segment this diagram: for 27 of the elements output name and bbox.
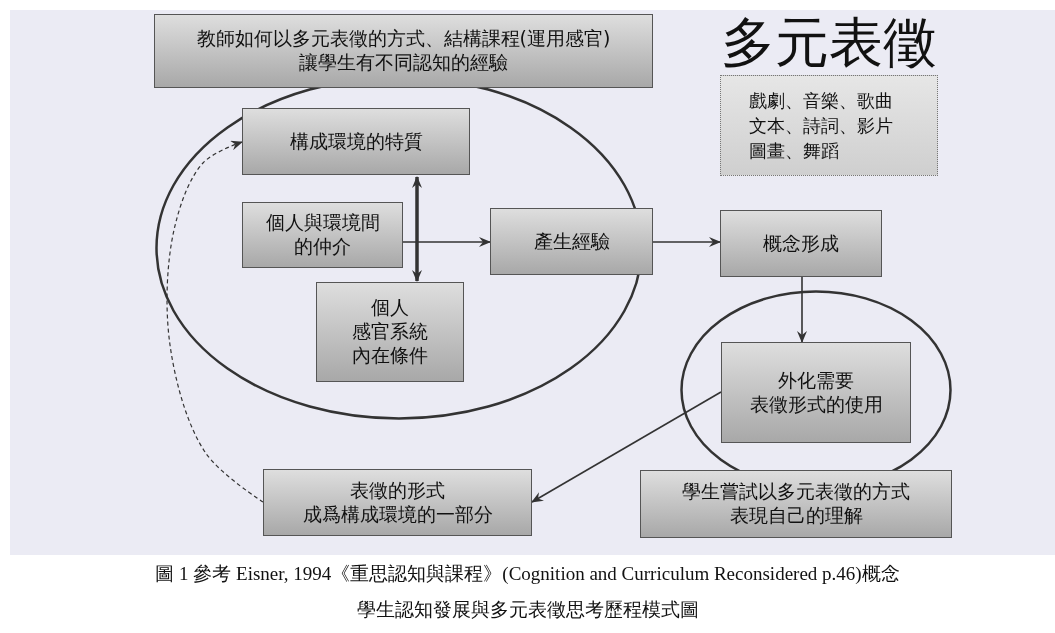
figure-caption: 圖 1 參考 Eisner, 1994《重思認知與課程》(Cognition and Curriculum Reconsidered p.46)概念學生認知發展與多元表徵思考歷程模式圖 [154, 562, 901, 622]
box-label: 外化需要表徵形式的使用 [749, 368, 883, 417]
arrow [652, 237, 721, 247]
process-box [263, 469, 532, 536]
process-box [490, 208, 653, 275]
process-box [720, 210, 882, 277]
dashed-arrow [166, 140, 264, 503]
heading-text: 多元表徵 [720, 14, 938, 72]
box-label: 個人感官系統內在條件 [352, 296, 428, 368]
box-label: 教師如何以多元表徵的方式、結構課程(運用感官)讓學生有不同認知的經驗 [196, 27, 611, 75]
arrow [402, 237, 491, 247]
double-arrow [412, 176, 422, 282]
process-box [242, 202, 403, 268]
box-label: 學生嘗試以多元表徵的方式表現自己的理解 [682, 480, 910, 528]
process-box [640, 470, 952, 538]
box-label: 構成環境的特質 [289, 129, 423, 154]
arrow [797, 276, 807, 343]
process-box [242, 108, 470, 175]
process-box [316, 282, 464, 382]
process-box [721, 342, 911, 443]
box-label: 表徵的形式成爲構成環境的一部分 [302, 478, 493, 527]
box-label: 概念形成 [763, 231, 839, 256]
arrow [531, 391, 722, 503]
process-box [154, 14, 653, 88]
box-label: 個人與環境間的仲介 [265, 211, 380, 259]
box-label: 產生經驗 [533, 229, 610, 254]
list-text: 戲劇、音樂、歌曲文本、詩詞、影片圖畫、舞蹈 [749, 88, 893, 164]
